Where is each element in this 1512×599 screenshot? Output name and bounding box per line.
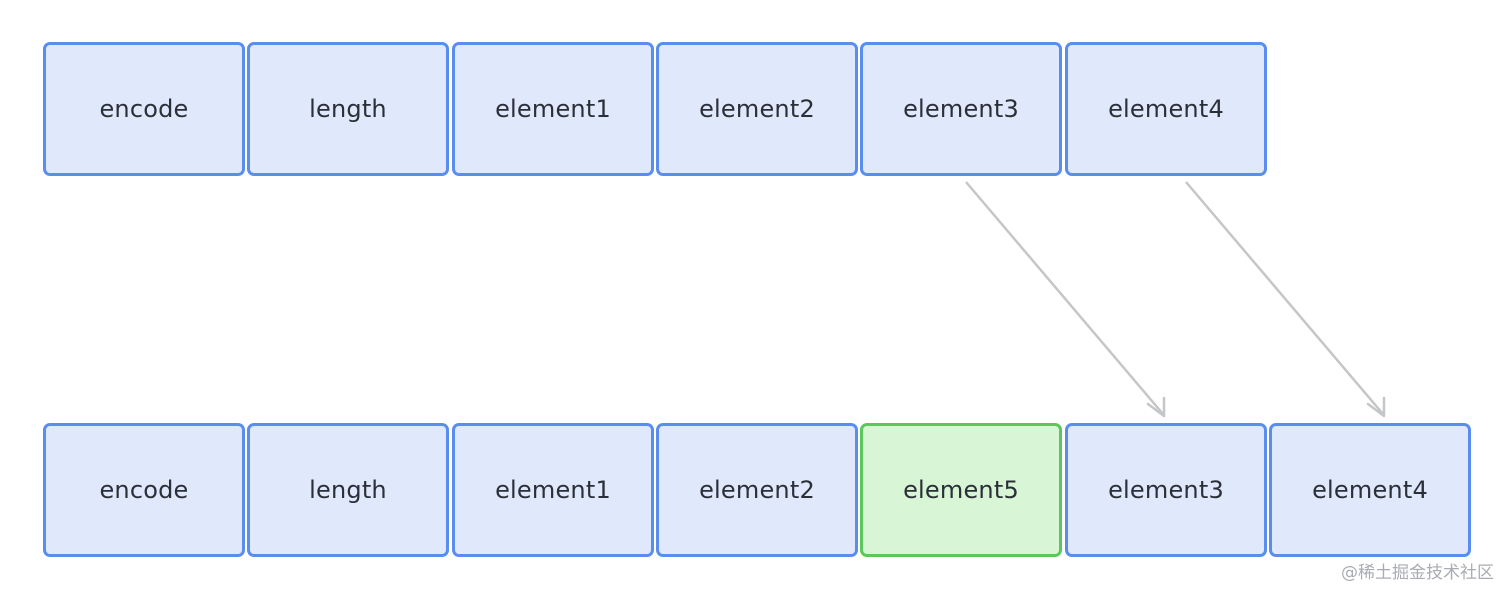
bottom-cell-element4: element4 — [1269, 423, 1471, 557]
cell-label: element4 — [1108, 95, 1224, 123]
cell-label: element3 — [1108, 476, 1224, 504]
cell-label: element4 — [1312, 476, 1428, 504]
bottom-cell-encode: encode — [43, 423, 245, 557]
top-cell-element3: element3 — [860, 42, 1062, 176]
cell-label: element5 — [903, 476, 1019, 504]
top-cell-length: length — [247, 42, 449, 176]
cell-label: element3 — [903, 95, 1019, 123]
cell-label: encode — [99, 476, 189, 504]
cell-label: element2 — [699, 95, 815, 123]
top-cell-encode: encode — [43, 42, 245, 176]
bottom-cell-element5-inserted: element5 — [860, 423, 1062, 557]
cell-label: length — [309, 95, 387, 123]
cell-label: element2 — [699, 476, 815, 504]
watermark: @稀土掘金技术社区 — [1341, 563, 1494, 583]
top-cell-element1: element1 — [452, 42, 654, 176]
bottom-cell-element3: element3 — [1065, 423, 1267, 557]
cell-label: encode — [99, 95, 189, 123]
top-cell-element2: element2 — [656, 42, 858, 176]
bottom-cell-element1: element1 — [452, 423, 654, 557]
arrow-element4 — [1185, 181, 1386, 418]
cell-label: element1 — [495, 95, 611, 123]
arrow-element3 — [965, 181, 1166, 418]
cell-label: element1 — [495, 476, 611, 504]
bottom-cell-length: length — [247, 423, 449, 557]
top-cell-element4: element4 — [1065, 42, 1267, 176]
bottom-cell-element2: element2 — [656, 423, 858, 557]
cell-label: length — [309, 476, 387, 504]
